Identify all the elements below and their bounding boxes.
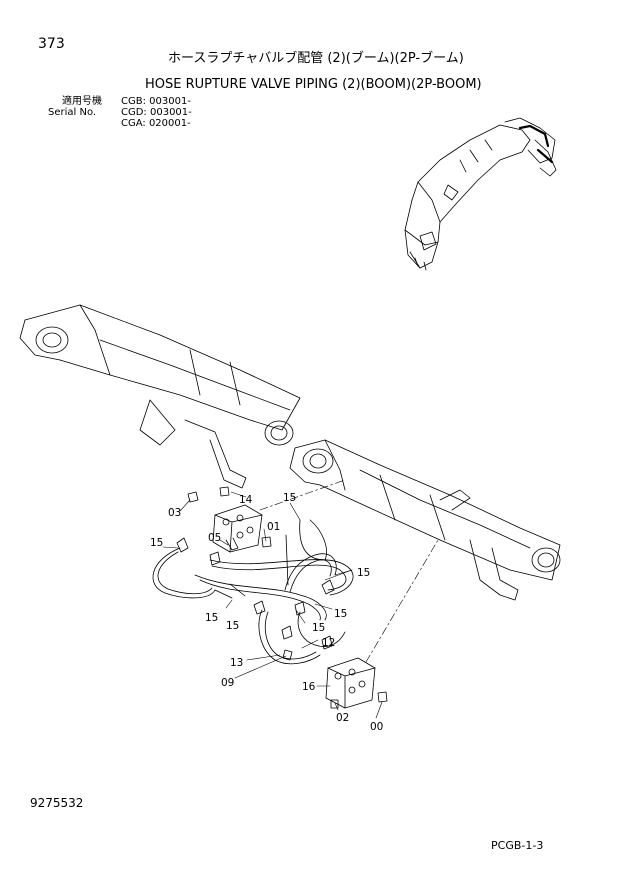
serial-entry-cgd: CGD: 003001- (121, 107, 192, 118)
callout-13: 13 (230, 657, 243, 669)
callout-15-center: 15 (226, 620, 239, 632)
callout-03: 03 (168, 507, 181, 519)
callout-01: 01 (267, 521, 280, 533)
serial-label-en: Serial No. (48, 107, 97, 118)
valve-block-upper (187, 486, 272, 553)
callout-16: 16 (302, 681, 316, 693)
valve-block-lower (282, 649, 388, 709)
drawing-number: 9275532 (30, 796, 84, 810)
page-code: PCGB-1-3 (491, 839, 544, 852)
callout-15-mid-right: 15 (334, 608, 347, 620)
excavator-overview-thumbnail (404, 117, 557, 271)
callout-labels: 14 03 01 05 15 15 15 15 15 15 15 12 13 0… (150, 492, 383, 733)
callout-12: 12 (322, 637, 335, 649)
serial-entry-cga: CGA: 020001- (121, 118, 191, 129)
hose-clamps (176, 537, 335, 650)
callout-15-lower-left: 15 (205, 612, 218, 624)
callout-15-right: 15 (357, 567, 370, 579)
callout-15-top: 15 (283, 492, 296, 504)
callout-15-left: 15 (150, 537, 163, 549)
callout-09: 09 (221, 677, 234, 689)
title-japanese: ホースラプチャバルブ配管 (2)(ブーム)(2P-ブーム) (168, 51, 464, 66)
callout-14: 14 (239, 494, 253, 506)
callout-00: 00 (370, 721, 383, 733)
callout-05: 05 (208, 532, 221, 544)
boom-arm (19, 304, 301, 489)
serial-label-jp: 適用号機 (62, 96, 102, 107)
serial-entry-cgb: CGB: 003001- (121, 96, 191, 107)
page-number: 373 (38, 36, 65, 52)
boom-cylinder (289, 439, 561, 601)
title-english: HOSE RUPTURE VALVE PIPING (2)(BOOM)(2P-B… (145, 77, 482, 92)
callout-02: 02 (336, 712, 349, 724)
callout-15-center-right: 15 (312, 622, 325, 634)
leader-lines (162, 479, 439, 719)
